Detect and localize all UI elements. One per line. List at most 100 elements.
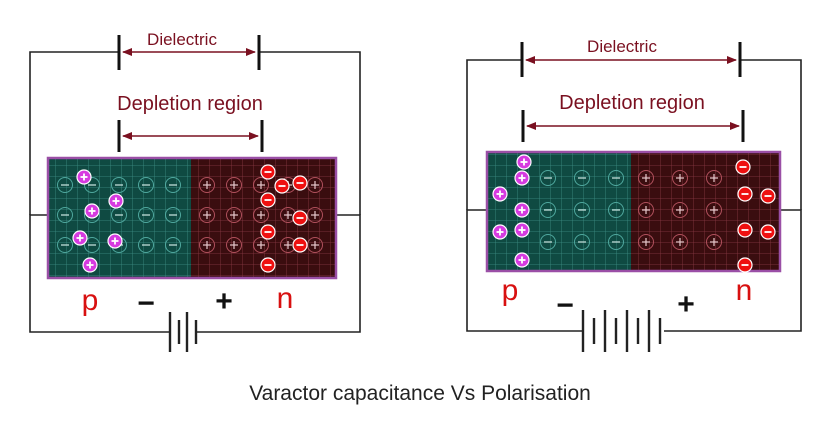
donor-ion [706,170,722,186]
electron-carrier [760,188,776,204]
n-label: n [736,274,753,307]
donor-ion [638,202,654,218]
carriers-right [492,154,776,273]
n-region [631,152,780,271]
donor-ion [199,177,215,193]
hole-carrier [514,222,530,238]
hole-carrier [514,252,530,268]
donor-ion [307,207,323,223]
acceptor-ion [574,234,590,250]
acceptor-ion [57,207,73,223]
electron-carrier [260,257,276,273]
acceptor-ion [574,202,590,218]
hole-carrier [492,186,508,202]
acceptor-ion [165,237,181,253]
acceptor-ion [608,234,624,250]
wire-left [29,214,170,333]
electron-carrier [760,224,776,240]
wire-left [466,209,583,332]
carriers-left [72,164,308,273]
hole-carrier [84,203,100,219]
hole-carrier [514,202,530,218]
battery-plus-left: + [215,285,233,318]
acceptor-ion [57,177,73,193]
p-region [48,158,191,278]
acceptor-ion [574,170,590,186]
wire-top-right [741,59,802,210]
electron-carrier [292,237,308,253]
acceptor-ion [165,207,181,223]
n-label: n [277,282,294,315]
hole-carrier [82,257,98,273]
electron-carrier [737,257,753,273]
donor-ion [672,170,688,186]
depletion-label: Depletion region [559,92,705,114]
acceptor-ion [138,207,154,223]
wire-top-left [29,51,118,215]
battery-right [581,310,662,352]
dielectric-label: Dielectric [147,30,217,49]
electron-carrier [260,224,276,240]
hole-carrier [108,193,124,209]
donor-ion [226,237,242,253]
donor-ion [672,234,688,250]
p-region [487,152,631,271]
wire-top-right [260,51,361,215]
wire-top-left [466,59,521,210]
donor-ion [226,177,242,193]
acceptor-ion [57,237,73,253]
acceptor-ion [165,177,181,193]
p-label: p [82,284,99,317]
battery-left [168,312,198,352]
electron-carrier [735,159,751,175]
battery-minus-left: − [137,287,155,320]
hole-carrier [516,154,532,170]
hole-carrier [107,233,123,249]
acceptor-ion [111,177,127,193]
hole-carrier [72,230,88,246]
donor-ion [706,202,722,218]
acceptor-ion [138,177,154,193]
acceptor-ion [540,202,556,218]
wire-right [664,209,802,332]
fixed-ions-right [540,170,722,250]
dielectric-label: Dielectric [587,37,657,56]
acceptor-ion [84,177,100,193]
battery-plus-right: + [677,288,695,321]
hole-carrier [492,224,508,240]
electron-carrier [737,186,753,202]
donor-ion [638,234,654,250]
donor-ion [672,202,688,218]
electron-carrier [274,178,290,194]
donor-ion [199,237,215,253]
junction-border [485,150,782,273]
donor-ion [199,207,215,223]
hole-carrier [76,169,92,185]
electron-carrier [260,192,276,208]
acceptor-ion [540,170,556,186]
acceptor-ion [608,170,624,186]
donor-ion [253,237,269,253]
diagram-right: Dielectric Depletion region p n [466,37,802,352]
donor-ion [638,170,654,186]
p-label: p [502,274,519,307]
figure-caption: Varactor capacitance Vs Polarisation [249,382,591,405]
donor-ion [307,177,323,193]
wire-right [196,214,361,333]
electron-carrier [292,175,308,191]
acceptor-ion [138,237,154,253]
donor-ion [253,207,269,223]
donor-ion [253,177,269,193]
acceptor-ion [540,234,556,250]
electron-carrier [260,164,276,180]
diagram-left: Dielectric Depletion region p n − [29,30,361,352]
hole-carrier [514,170,530,186]
depletion-label: Depletion region [117,93,263,115]
varactor-diagrams: Dielectric Depletion region p n − [29,30,802,352]
electron-carrier [292,210,308,226]
acceptor-ion [608,202,624,218]
junction-border [46,156,338,280]
acceptor-ion [84,237,100,253]
electron-carrier [737,222,753,238]
